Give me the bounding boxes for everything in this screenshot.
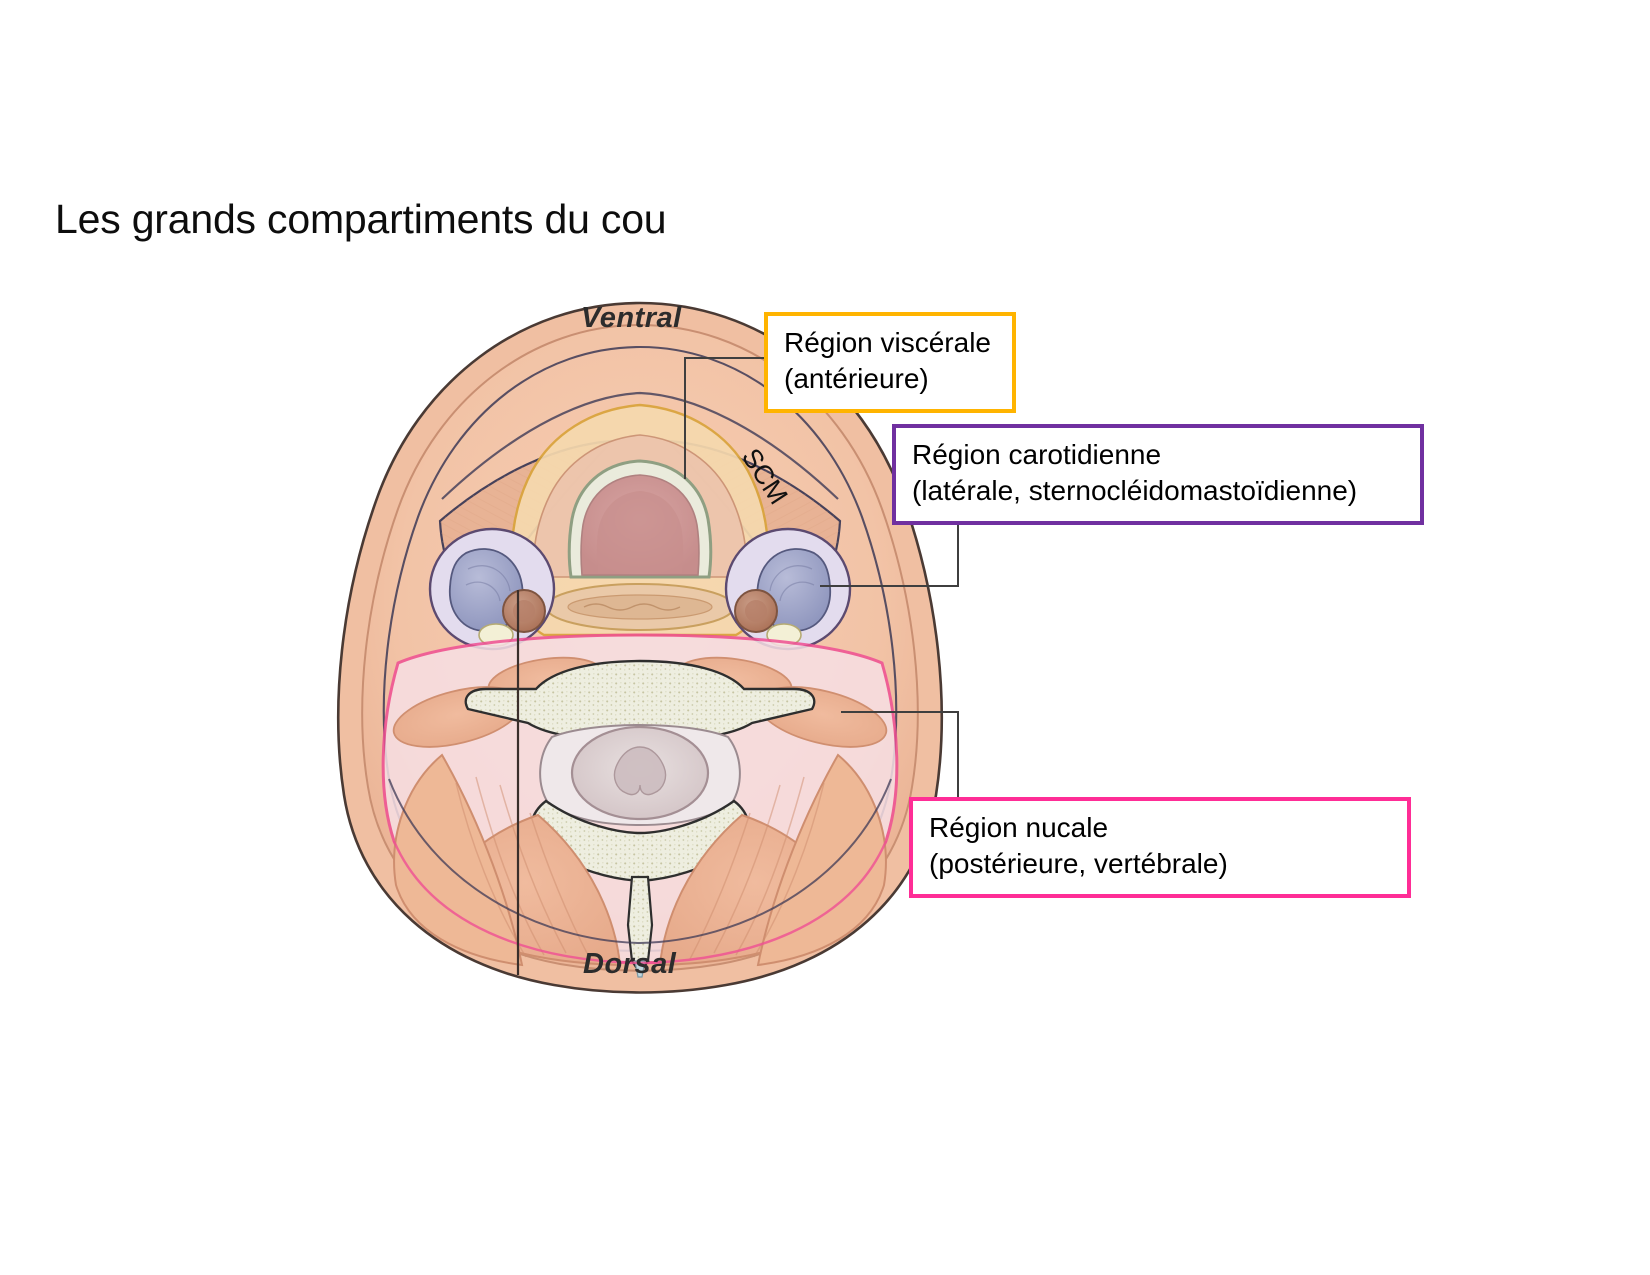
laryngeal-mucosa bbox=[596, 491, 684, 573]
oesophagus-folds bbox=[583, 603, 681, 611]
nuchal-muscle-right-superficial bbox=[756, 753, 887, 967]
jugular-vein-right-rings bbox=[769, 565, 815, 602]
leader-line-visceral-horizontal bbox=[684, 357, 766, 359]
neck-cross-section-illustration bbox=[336, 301, 944, 994]
callout-visceral-region: Région viscérale (antérieure) bbox=[764, 312, 1016, 413]
ventral-label: Ventral bbox=[581, 302, 682, 334]
leader-line-carotid-vertical bbox=[957, 518, 959, 586]
spinal-cord-grey-matter bbox=[613, 746, 667, 796]
trapezius-boundary bbox=[392, 840, 888, 965]
carotid-artery-left-lumen bbox=[513, 600, 535, 622]
callout-carotid-region: Région carotidienne (latérale, sternoclé… bbox=[892, 424, 1424, 525]
nuchal-muscle-left-superficial bbox=[393, 753, 524, 967]
callout-visceral-line2: (antérieure) bbox=[784, 363, 929, 395]
deep-cervical-fascia-posterior bbox=[388, 778, 892, 945]
callout-nuchal-line2: (postérieure, vertébrale) bbox=[929, 848, 1228, 880]
nuchal-striations bbox=[455, 776, 825, 960]
callout-carotid-line1: Région carotidienne bbox=[912, 439, 1162, 470]
jugular-vein-left-rings bbox=[465, 565, 511, 602]
leader-line-visceral-vertical bbox=[684, 357, 686, 479]
callout-nuchal-region: Région nucale (postérieure, vertébrale) bbox=[909, 797, 1411, 898]
carotid-artery-right-lumen bbox=[745, 600, 767, 622]
callout-nuchal-line1: Région nucale bbox=[929, 812, 1109, 843]
leader-line-nuchal-horizontal bbox=[841, 711, 959, 713]
dorsal-label: Dorsal bbox=[583, 948, 677, 980]
callout-carotid-line2: (latérale, sternocléidomastoïdienne) bbox=[912, 475, 1358, 507]
leader-line-carotid-horizontal bbox=[820, 585, 959, 587]
page-title: Les grands compartiments du cou bbox=[55, 196, 667, 242]
callout-visceral-line1: Région viscérale bbox=[784, 327, 991, 358]
nuchal-ligament bbox=[634, 960, 646, 978]
oesophagus-lumen bbox=[567, 594, 713, 620]
platysma-line bbox=[441, 391, 839, 500]
leader-line-nuchal-vertical bbox=[957, 712, 959, 800]
